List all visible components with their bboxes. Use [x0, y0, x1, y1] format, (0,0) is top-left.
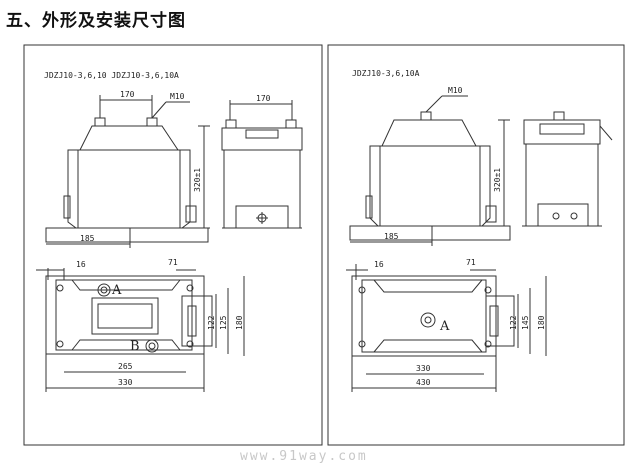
- left-plan-dim-v3: 180: [235, 315, 244, 330]
- right-plan-dim-v2: 145: [521, 315, 530, 330]
- section-heading: 五、外形及安装尺寸图: [6, 11, 186, 31]
- right-plan-view: 16 71 A 122 145 180 330: [346, 258, 547, 392]
- left-panel-title: JDZJ10-3,6,10 JDZJ10-3,6,10A: [44, 71, 179, 80]
- right-side-view: [522, 111, 613, 227]
- right-plan-dim-inner: 330: [416, 364, 431, 373]
- right-plan-dim-outer: 430: [416, 378, 431, 387]
- left-plan-dim-v1: 122: [207, 315, 216, 330]
- right-plan-marker-a: A: [439, 319, 450, 334]
- right-front-dim-base: 185: [384, 232, 399, 241]
- left-plan-dim-left: 16: [76, 260, 86, 269]
- left-panel-frame: [23, 44, 323, 446]
- right-panel-title: JDZJ10-3,6,10A: [352, 69, 420, 78]
- left-plan-dim-inner: 265: [118, 362, 133, 371]
- left-plan-view: 16 71 A B: [36, 258, 245, 392]
- left-front-view: 170 M10 320±1: [45, 90, 210, 248]
- left-side-dim-top: 170: [256, 94, 271, 103]
- right-panel: JDZJ10-3,6,10A M10 320±1 185: [346, 69, 613, 392]
- right-plan-dim-left: 16: [374, 260, 384, 269]
- left-plan-marker-a: A: [111, 283, 122, 298]
- right-front-bolt-label: M10: [448, 86, 463, 95]
- right-panel-frame: [327, 44, 625, 446]
- right-front-dim-height: 320±1: [493, 168, 502, 192]
- left-front-dim-height: 320±1: [193, 168, 202, 192]
- left-front-bolt-label: M10: [170, 92, 185, 101]
- left-front-dim-top: 170: [120, 90, 135, 99]
- left-plan-dim-v2: 125: [219, 315, 228, 330]
- right-plan-dim-v1: 122: [509, 315, 518, 330]
- left-plan-dim-right: 71: [168, 258, 178, 267]
- left-side-view: 170: [221, 94, 303, 229]
- right-front-view: M10 320±1 185: [349, 86, 511, 246]
- left-plan-dim-outer: 330: [118, 378, 133, 387]
- left-front-dim-base: 185: [80, 234, 95, 243]
- right-plan-dim-right: 71: [466, 258, 476, 267]
- left-plan-marker-b: B: [130, 339, 140, 354]
- left-panel: JDZJ10-3,6,10 JDZJ10-3,6,10A 170 M10: [36, 71, 303, 392]
- watermark: www.91way.com: [240, 449, 368, 464]
- right-plan-dim-v3: 180: [537, 315, 546, 330]
